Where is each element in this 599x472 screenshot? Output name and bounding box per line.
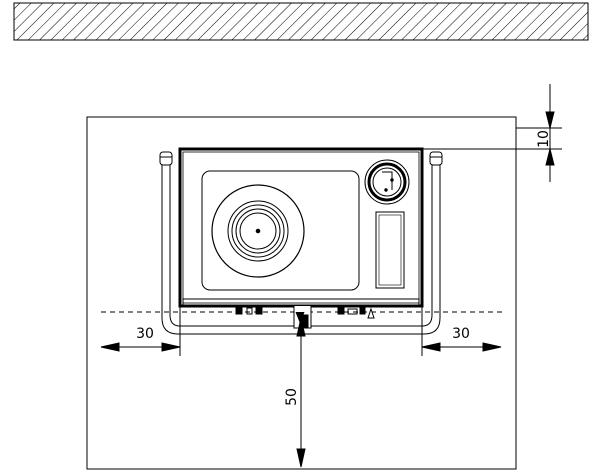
- dimension-front: [296, 317, 306, 468]
- hotplate-burner: [211, 184, 305, 278]
- floor-plate-outline: [86, 116, 517, 470]
- dimension-label-right: 30: [452, 326, 470, 342]
- dimension-label-left: 30: [136, 326, 154, 342]
- oven-window: [375, 211, 405, 289]
- stove-bottom-fittings: [235, 306, 375, 329]
- stove-body: [159, 147, 443, 335]
- wall-hatching: [13, 2, 589, 41]
- hotplate-panel: [201, 170, 360, 291]
- dimension-label-wall: 10: [536, 130, 552, 148]
- dimension-wall-clearance: [419, 84, 562, 182]
- flue-pipe: [364, 159, 410, 205]
- dimension-label-front: 50: [284, 388, 300, 406]
- dimension-right-side: [421, 306, 502, 356]
- dimension-left-side: [100, 306, 181, 356]
